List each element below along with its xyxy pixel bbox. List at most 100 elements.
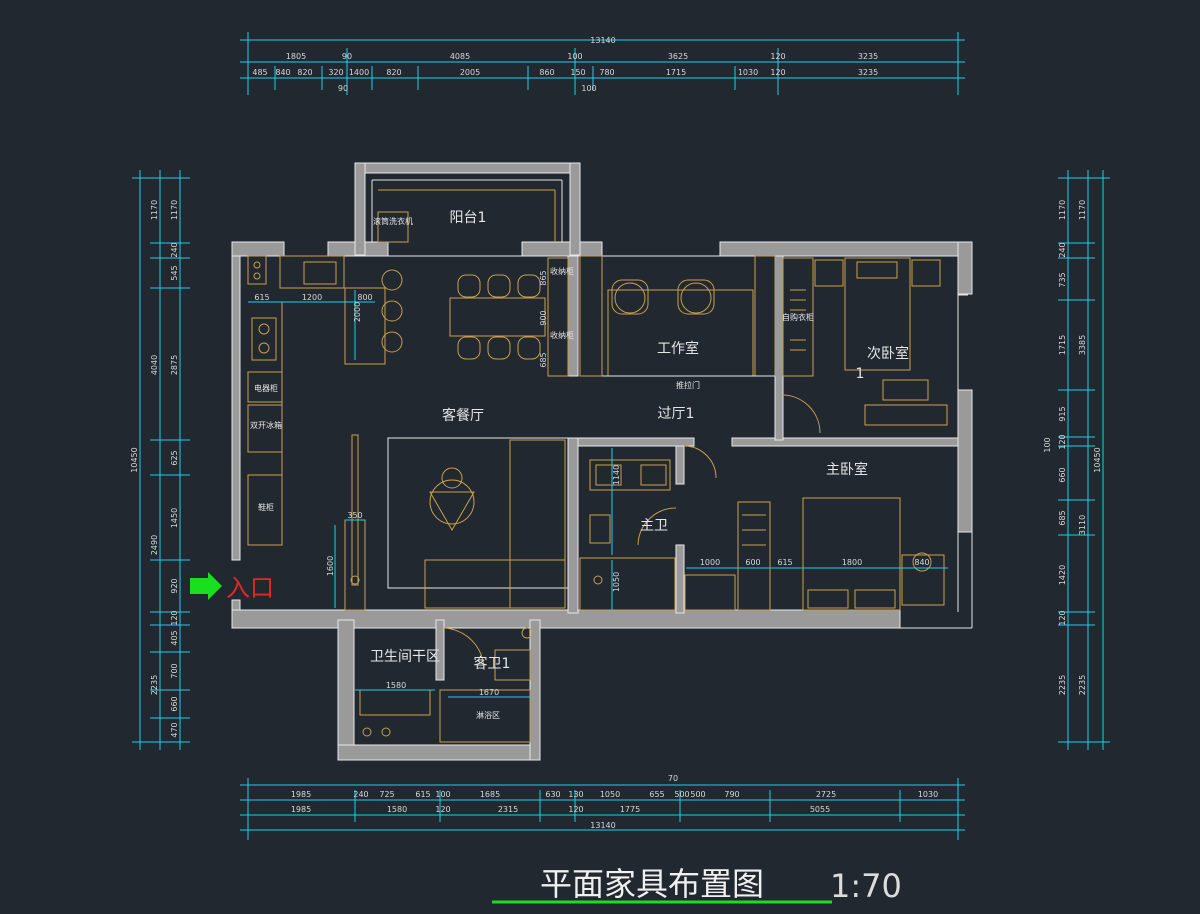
svg-text:1000: 1000 (700, 558, 720, 567)
svg-text:1050: 1050 (600, 790, 620, 799)
bottom-dimension-lines (240, 778, 965, 840)
svg-text:800: 800 (357, 293, 372, 302)
svg-text:1580: 1580 (387, 805, 407, 814)
svg-text:630: 630 (545, 790, 560, 799)
left-dimension-lines (132, 170, 190, 750)
svg-text:1450: 1450 (170, 508, 179, 528)
svg-text:865: 865 (539, 270, 548, 285)
room-label-second-bedroom: 次卧室 (867, 345, 909, 362)
svg-text:120: 120 (770, 68, 785, 77)
study-furniture (579, 255, 776, 377)
interior-dimension-lines (248, 290, 948, 698)
interior-dims: 615 1200 800 2000 865 900 685 350 1600 1… (254, 270, 929, 697)
svg-text:470: 470 (170, 722, 179, 737)
svg-text:240: 240 (353, 790, 368, 799)
svg-text:790: 790 (724, 790, 739, 799)
label-shoe-cabinet: 鞋柜 (258, 502, 274, 512)
dining-furniture (381, 257, 569, 377)
svg-text:320: 320 (328, 68, 343, 77)
svg-text:350: 350 (347, 511, 362, 520)
label-wardrobe: 自购衣柜 (782, 312, 814, 322)
top-row1-dims: 1805 90 4085 100 3625 120 3235 (286, 52, 878, 61)
svg-text:2725: 2725 (816, 790, 836, 799)
right-inner-dims: 1170 3385 3110 2235 (1078, 200, 1087, 695)
svg-text:240: 240 (170, 242, 179, 257)
top-row3-dims: 90 100 (338, 84, 597, 93)
svg-text:2235: 2235 (1058, 675, 1067, 695)
room-label-master-bedroom: 主卧室 (826, 461, 868, 478)
right-detail-dims: 1170 240 735 1715 915 120 660 685 1420 1… (1058, 200, 1067, 695)
svg-text:660: 660 (170, 696, 179, 711)
svg-text:820: 820 (386, 68, 401, 77)
svg-text:1170: 1170 (170, 200, 179, 220)
svg-text:1140: 1140 (612, 465, 621, 485)
label-shower: 淋浴区 (476, 710, 500, 720)
room-label-living: 客餐厅 (442, 407, 484, 424)
svg-text:615: 615 (254, 293, 269, 302)
kitchen-furniture (247, 255, 386, 546)
svg-text:130: 130 (568, 790, 583, 799)
svg-text:1200: 1200 (302, 293, 322, 302)
svg-text:840: 840 (914, 558, 929, 567)
svg-text:3625: 3625 (668, 52, 688, 61)
svg-text:900: 900 (539, 310, 548, 325)
svg-text:615: 615 (777, 558, 792, 567)
svg-text:700: 700 (170, 663, 179, 678)
label-storage-2: 收纳柜 (550, 330, 574, 340)
svg-text:100: 100 (581, 84, 596, 93)
svg-text:615: 615 (415, 790, 430, 799)
svg-text:625: 625 (170, 450, 179, 465)
svg-text:1670: 1670 (479, 688, 499, 697)
svg-text:915: 915 (1058, 406, 1067, 421)
svg-text:1030: 1030 (738, 68, 758, 77)
room-label-guest-bath: 客卫1 (474, 655, 511, 672)
svg-text:3110: 3110 (1078, 515, 1087, 535)
svg-text:3385: 3385 (1078, 335, 1087, 355)
room-label-balcony: 阳台1 (450, 210, 487, 226)
svg-text:1715: 1715 (1058, 335, 1067, 355)
living-furniture (344, 434, 569, 611)
svg-text:1030: 1030 (918, 790, 938, 799)
svg-text:3235: 3235 (858, 68, 878, 77)
svg-text:685: 685 (539, 352, 548, 367)
drawing-scale: 1:70 (830, 867, 902, 905)
bottom-row1-dims: 1985 240 725 615 100 1685 630 130 1050 6… (291, 790, 938, 799)
room-label-toilet-dry: 卫生间干区 (370, 649, 440, 665)
svg-text:1170: 1170 (1078, 200, 1087, 220)
svg-text:660: 660 (1058, 467, 1067, 482)
left-inner-dims: 1170 4040 2490 2235 (150, 200, 159, 695)
bottom-total-dim: 13140 (590, 821, 615, 830)
svg-text:860: 860 (539, 68, 554, 77)
svg-text:2875: 2875 (170, 355, 179, 375)
label-sliding-door: 推拉门 (676, 380, 700, 390)
svg-text:780: 780 (599, 68, 614, 77)
room-label-hall: 过厅1 (658, 406, 695, 422)
svg-text:120: 120 (1058, 610, 1067, 625)
label-washer: 滚筒洗衣机 (373, 216, 413, 226)
svg-text:405: 405 (170, 630, 179, 645)
label-storage-1: 收纳柜 (550, 266, 574, 276)
svg-text:120: 120 (770, 52, 785, 61)
master-bedroom-furniture (684, 497, 945, 611)
svg-text:2315: 2315 (498, 805, 518, 814)
svg-text:1580: 1580 (386, 681, 406, 690)
svg-text:500: 500 (690, 790, 705, 799)
second-bedroom-furniture (782, 257, 948, 426)
top-row2-dims: 485 840 820 320 1400 820 2005 860 150 78… (252, 68, 878, 77)
svg-text:90: 90 (342, 52, 352, 61)
svg-text:5055: 5055 (810, 805, 830, 814)
svg-text:1800: 1800 (842, 558, 862, 567)
svg-text:840: 840 (275, 68, 290, 77)
svg-text:1985: 1985 (291, 805, 311, 814)
label-appliance: 电器柜 (254, 383, 278, 393)
svg-text:1600: 1600 (326, 556, 335, 576)
door-swings (441, 394, 821, 671)
svg-text:545: 545 (170, 265, 179, 280)
svg-text:820: 820 (297, 68, 312, 77)
walls (231, 162, 973, 761)
svg-text:485: 485 (252, 68, 267, 77)
top-dimension-lines (240, 32, 965, 95)
bath-furniture (359, 459, 676, 743)
svg-text:2235: 2235 (150, 675, 159, 695)
svg-text:920: 920 (170, 578, 179, 593)
